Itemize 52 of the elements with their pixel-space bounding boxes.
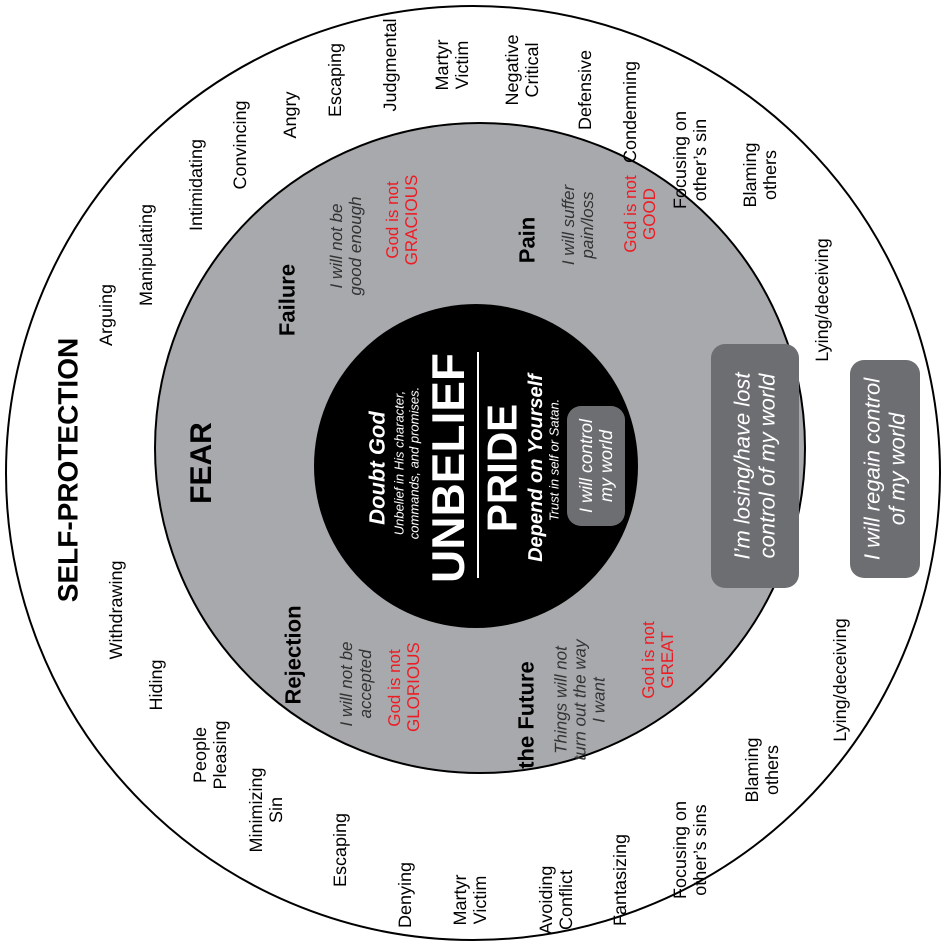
ring-title: SELF-PROTECTION: [52, 338, 84, 602]
behavior-label: Lying/deceiving: [830, 618, 850, 742]
statement-box: [850, 360, 920, 578]
behavior-label: Judgmental: [380, 18, 400, 112]
behavior-label: Martyr Victim: [450, 874, 490, 928]
subtitle: Trust in self or Satan.: [548, 398, 562, 522]
statement-box: [711, 344, 799, 588]
heading: Depend on Yourself: [524, 374, 548, 562]
behavior-label: People Pleasing: [190, 719, 230, 792]
behavior-label: Escaping: [330, 812, 350, 888]
behavior-label: Defensive: [574, 50, 596, 130]
center-title: PRIDE: [478, 404, 526, 532]
behavior-label: Hiding: [146, 659, 166, 711]
behavior-label: Blaming others: [740, 141, 780, 210]
belief-statement: God is not GLORIOUS: [384, 644, 424, 732]
behavior-label: Focusing on other’s sin: [670, 110, 710, 212]
fear-statement: I will suffer pain/loss: [558, 183, 598, 268]
behavior-label: Martyr Victim: [432, 38, 472, 92]
statement-box: [567, 406, 625, 526]
behavior-label: Intimidating: [186, 138, 206, 232]
behavior-label: Angry: [280, 91, 300, 139]
fear-heading: Failure: [276, 264, 300, 336]
fear-heading: Rejection: [282, 605, 306, 705]
fear-statement: I will not be good enough: [326, 195, 366, 298]
belief-statement: God is not GOOD: [620, 174, 660, 255]
behavior-label: Escaping: [324, 42, 346, 118]
behavior-label: Manipulating: [136, 204, 156, 306]
behavior-label: Denying: [394, 862, 416, 928]
center-title: UNBELIEF: [423, 353, 475, 583]
statement-text: I’m losing/have lost control of my world: [730, 370, 780, 562]
behavior-label: Condemning: [620, 60, 640, 164]
behavior-label: Blaming others: [742, 736, 782, 805]
heading: Doubt God: [366, 411, 390, 525]
behavior-label: Negative Critical: [502, 33, 542, 108]
behavior-label: Minimizing Sin: [246, 766, 286, 855]
ring-title: FEAR: [185, 422, 219, 504]
fear-statement: I will not be accepted: [336, 640, 376, 729]
fear-heading: the Future: [514, 661, 540, 769]
behavior-label: Fantasizing: [610, 834, 630, 926]
statement-text: I will regain control of my world: [860, 376, 910, 562]
behavior-label: Withdrawing: [106, 560, 126, 660]
behavior-label: Avoiding Conflict: [536, 864, 576, 936]
belief-statement: God is not GREAT: [638, 620, 678, 701]
statement-text: I will control my world: [576, 418, 616, 516]
belief-statement: God is not GRACIOUS: [382, 174, 422, 268]
behavior-label: Convincing: [230, 100, 250, 190]
subtitle: Unbelief in His character, commands, and promises.: [392, 386, 422, 542]
fear-heading: Pain: [516, 216, 540, 264]
behavior-label: Focusing on other’s sins: [670, 800, 710, 902]
behavior-label: Arguing: [96, 284, 116, 346]
fear-statement: Things will not turn out the way I want: [551, 639, 609, 761]
behavior-label: Lying/deceiving: [812, 238, 832, 362]
